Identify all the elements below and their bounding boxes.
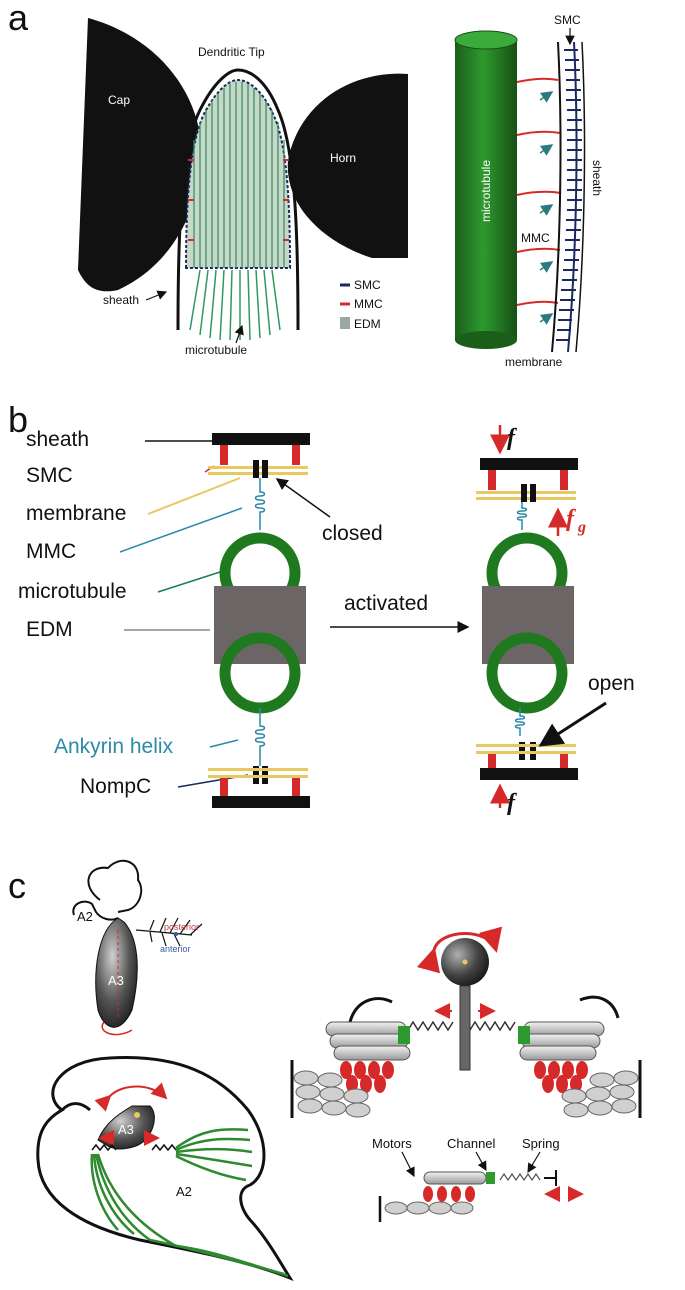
spring-label: Spring: [522, 1136, 560, 1151]
sheath-label: sheath: [103, 293, 139, 307]
stack-resting: [208, 433, 310, 808]
dendritic-tip-label: Dendritic Tip: [198, 45, 265, 59]
panel-c-label: c: [8, 865, 26, 906]
dendritic-tip: [176, 68, 300, 341]
a3-top-label: A3: [108, 973, 124, 988]
open-arrow: [538, 701, 607, 747]
posterior-label: posterior: [164, 922, 199, 932]
label-microtubule: microtubule: [18, 580, 127, 603]
microtubule-arrow: [234, 324, 244, 344]
panel-b-label: b: [8, 399, 28, 440]
sheath-ladder: [551, 41, 586, 353]
horn-label: Horn: [330, 151, 356, 165]
closed-arrow: [275, 478, 331, 518]
a3-bottom-label: A3: [118, 1122, 134, 1137]
smc-right-label: SMC: [554, 13, 581, 27]
force-f-top: f: [507, 425, 517, 451]
open-label: open: [588, 672, 635, 695]
panel-a-label: a: [8, 0, 29, 38]
label-nompc: NompC: [80, 775, 151, 798]
component-key: [378, 1151, 584, 1222]
mmc-arrows: [539, 91, 554, 325]
sheath-right-label: sheath: [590, 160, 604, 196]
microtubule-label: microtubule: [185, 343, 247, 357]
label-smc: SMC: [26, 464, 73, 487]
legend-edm-swatch: [340, 317, 350, 329]
horn-shape: [287, 73, 408, 258]
right-motor-bundle: [518, 1021, 642, 1118]
channel-label: Channel: [447, 1136, 496, 1151]
force-fg: f: [566, 506, 576, 532]
anterior-label: anterior: [160, 944, 191, 954]
a2-bottom-label: A2: [176, 1184, 192, 1199]
mmc-right-label: MMC: [521, 231, 550, 245]
legend: SMC MMC EDM: [340, 278, 383, 331]
left-motor-bundle: [290, 1021, 411, 1118]
closed-label: closed: [322, 522, 383, 545]
label-membrane: membrane: [26, 502, 126, 525]
force-fg-subscript: g: [577, 519, 586, 536]
antenna-bottom: [36, 1056, 294, 1282]
membrane-label: membrane: [505, 355, 563, 369]
mmc-links: [516, 77, 562, 306]
microtubule-cylinder: [454, 30, 518, 349]
label-mmc: MMC: [26, 540, 76, 563]
antenna-top: [72, 859, 203, 1036]
label-sheath: sheath: [26, 428, 89, 451]
legend-mmc: MMC: [354, 297, 383, 311]
stack-activated: [476, 458, 578, 780]
label-ankyrin-helix: Ankyrin helix: [54, 735, 174, 758]
cap-label: Cap: [108, 93, 130, 107]
microtubule-cylinder-label: microtubule: [479, 160, 493, 222]
force-f-bottom: f: [507, 790, 517, 816]
a2-top-label: A2: [77, 909, 93, 924]
label-edm: EDM: [26, 618, 73, 641]
pivot-model: [290, 926, 642, 1118]
legend-edm: EDM: [354, 317, 381, 331]
activated-label: activated: [344, 592, 428, 615]
cap-shape: [78, 18, 202, 292]
motors-label: Motors: [372, 1136, 412, 1151]
legend-smc: SMC: [354, 278, 381, 292]
sheath-arrow: [145, 290, 168, 301]
